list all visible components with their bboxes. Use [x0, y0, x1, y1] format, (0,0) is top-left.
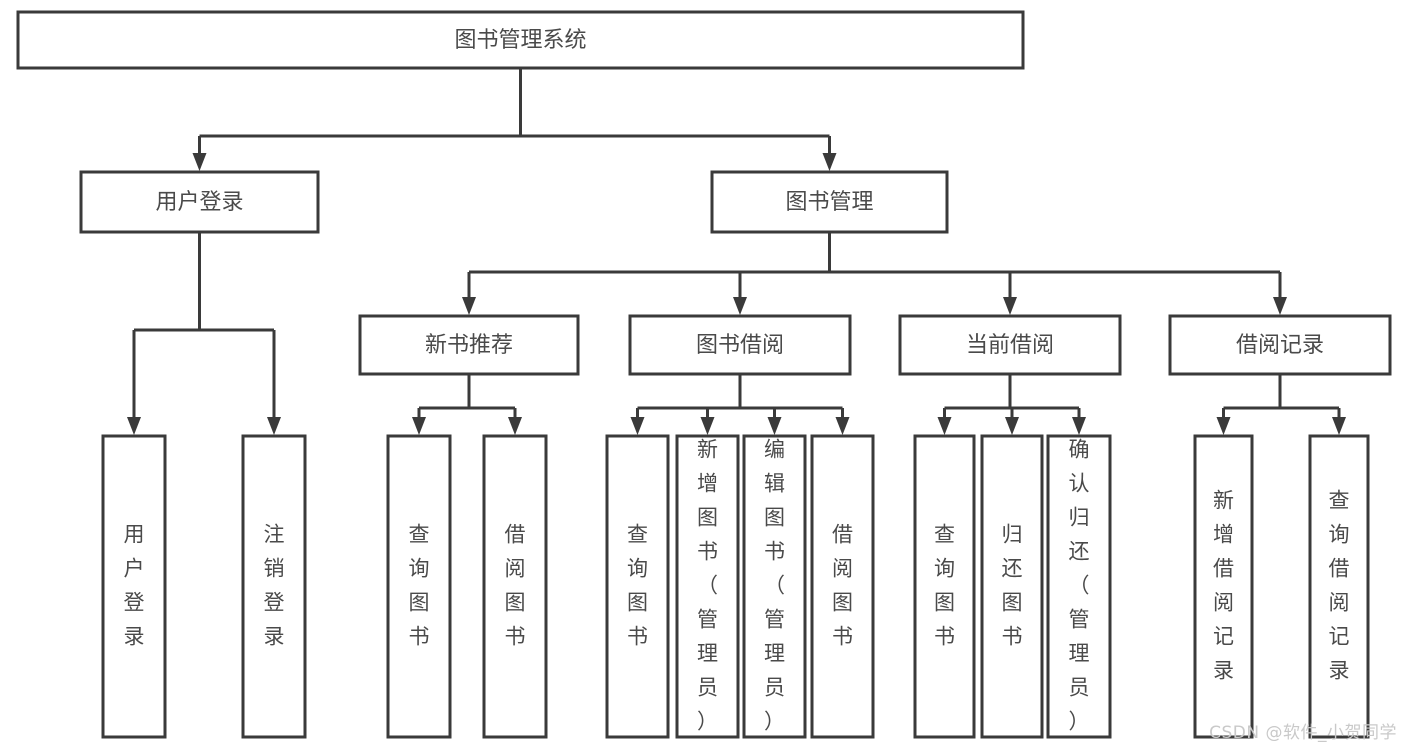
node-label: 借阅图书 [832, 523, 853, 649]
node-box [79, 170, 320, 234]
node-box [386, 434, 452, 739]
node-layer: 图书管理系统用户登录图书管理新书推荐图书借阅当前借阅借阅记录用户登录注销登录查询… [16, 10, 1392, 739]
node-n-user-login[interactable]: 用户登录 [79, 170, 320, 234]
node-l-bb-query[interactable]: 查询图书 [605, 434, 670, 739]
edge-group-n-book-borrow [630, 374, 850, 435]
edge-group-n-borrow-record [1216, 374, 1346, 435]
node-box [1308, 434, 1370, 739]
node-l-user-logout[interactable]: 注销登录 [241, 434, 307, 739]
node-label: 新增借阅记录 [1213, 489, 1234, 683]
node-label: 新书推荐 [425, 333, 513, 358]
watermark-label: CSDN @软件_小贺同学 [1209, 723, 1397, 743]
node-label: 图书管理 [785, 190, 873, 215]
node-label: 确认归还（管理员） [1069, 438, 1090, 734]
node-label: 当前借阅 [966, 333, 1054, 358]
node-l-nb-borrow[interactable]: 借阅图书 [482, 434, 548, 739]
node-box [358, 314, 580, 376]
node-n-borrow-record[interactable]: 借阅记录 [1168, 314, 1392, 376]
edge-group-n-book-manage [462, 232, 1287, 315]
node-root[interactable]: 图书管理系统 [16, 10, 1025, 70]
node-label: 查询图书 [627, 523, 648, 649]
node-box [1193, 434, 1254, 739]
node-box [1046, 434, 1112, 739]
node-l-br-query[interactable]: 查询借阅记录 [1308, 434, 1370, 739]
node-box [742, 434, 807, 739]
node-box [810, 434, 875, 739]
node-label: 归还图书 [1002, 523, 1023, 649]
node-label: 查询借阅记录 [1329, 489, 1350, 683]
edge-layer [127, 68, 1346, 435]
node-n-book-borrow[interactable]: 图书借阅 [628, 314, 852, 376]
edge-group-n-new-book-rec [412, 374, 522, 435]
node-label: 借阅图书 [505, 523, 526, 649]
node-box [980, 434, 1044, 739]
node-box [241, 434, 307, 739]
node-label: 图书管理系统 [454, 28, 586, 53]
node-n-current-borrow[interactable]: 当前借阅 [898, 314, 1122, 376]
node-label: 用户登录 [124, 523, 145, 649]
edge-group-n-user-login [127, 232, 281, 435]
node-l-cb-confirm[interactable]: 确认归还（管理员） [1046, 434, 1112, 739]
node-label: 图书借阅 [696, 333, 784, 358]
node-l-nb-query[interactable]: 查询图书 [386, 434, 452, 739]
node-box [913, 434, 976, 739]
node-label: 查询图书 [934, 523, 955, 649]
node-label: 用户登录 [155, 190, 243, 215]
node-l-cb-query[interactable]: 查询图书 [913, 434, 976, 739]
node-n-new-book-rec[interactable]: 新书推荐 [358, 314, 580, 376]
node-box [710, 170, 949, 234]
node-l-user-login[interactable]: 用户登录 [101, 434, 167, 739]
node-box [628, 314, 852, 376]
node-l-cb-return[interactable]: 归还图书 [980, 434, 1044, 739]
node-n-book-manage[interactable]: 图书管理 [710, 170, 949, 234]
node-l-bb-borrow[interactable]: 借阅图书 [810, 434, 875, 739]
node-l-br-add[interactable]: 新增借阅记录 [1193, 434, 1254, 739]
node-box [482, 434, 548, 739]
node-label: 注销登录 [264, 523, 285, 649]
node-label: 借阅记录 [1236, 333, 1324, 358]
node-label: 新增图书（管理员） [697, 438, 718, 734]
node-box [101, 434, 167, 739]
edge-group-n-current-borrow [937, 374, 1086, 435]
node-l-bb-add[interactable]: 新增图书（管理员） [675, 434, 740, 739]
node-box [605, 434, 670, 739]
node-box [675, 434, 740, 739]
node-label: 编辑图书（管理员） [764, 438, 785, 734]
node-box [16, 10, 1025, 70]
node-label: 查询图书 [409, 523, 430, 649]
node-box [1168, 314, 1392, 376]
node-l-bb-edit[interactable]: 编辑图书（管理员） [742, 434, 807, 739]
node-box [898, 314, 1122, 376]
edge-group-root [192, 68, 837, 171]
